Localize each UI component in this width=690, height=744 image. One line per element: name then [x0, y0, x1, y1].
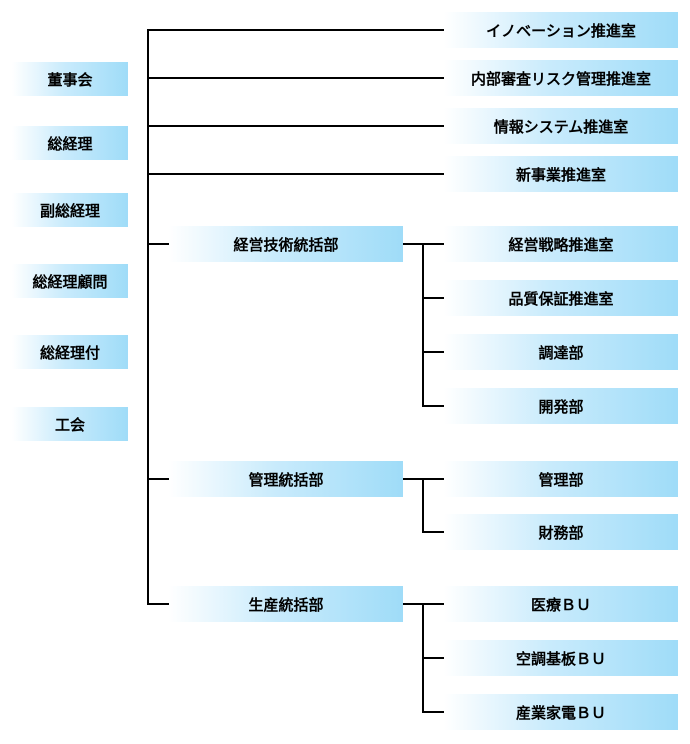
hvac-board-bu-label: 空調基板ＢＵ: [515, 649, 606, 668]
vice-president-label: 副総経理: [39, 201, 100, 220]
advisor-box: 総経理顧問: [12, 264, 128, 298]
development-dept-box: 開発部: [444, 388, 678, 424]
management-dept-box: 管理部: [444, 461, 678, 497]
tech-division-box: 経営技術統括部: [169, 226, 403, 262]
production-division-box: 生産統括部: [169, 586, 403, 622]
management-dept-label: 管理部: [538, 470, 584, 489]
new-business-office-label: 新事業推進室: [515, 165, 606, 184]
procurement-dept-box: 調達部: [444, 334, 678, 370]
hvac-board-bu-box: 空調基板ＢＵ: [444, 640, 678, 676]
new-business-office-box: 新事業推進室: [444, 156, 678, 192]
quality-office-label: 品質保証推進室: [508, 289, 614, 308]
industrial-appliance-bu-box: 産業家電ＢＵ: [444, 694, 678, 730]
it-office-box: 情報システム推進室: [444, 108, 678, 144]
development-dept-label: 開発部: [538, 397, 584, 416]
audit-office-box: 内部審査リスク管理推進室: [444, 60, 678, 96]
admin-division-box: 管理統括部: [169, 461, 403, 497]
production-division-label: 生産統括部: [248, 595, 324, 614]
finance-dept-label: 財務部: [538, 523, 584, 542]
union-box: 工会: [12, 407, 128, 441]
attached-box: 総経理付: [12, 335, 128, 369]
advisor-label: 総経理顧問: [32, 272, 108, 291]
audit-office-label: 内部審査リスク管理推進室: [470, 69, 651, 88]
it-office-label: 情報システム推進室: [493, 117, 629, 136]
industrial-appliance-bu-label: 産業家電ＢＵ: [515, 703, 606, 722]
president-box: 総経理: [12, 126, 128, 160]
finance-dept-box: 財務部: [444, 514, 678, 550]
medical-bu-label: 医療ＢＵ: [530, 595, 591, 614]
medical-bu-box: 医療ＢＵ: [444, 586, 678, 622]
procurement-dept-label: 調達部: [538, 343, 584, 362]
innovation-office-label: イノベーション推進室: [486, 21, 636, 40]
attached-label: 総経理付: [39, 343, 100, 362]
board-label: 董事会: [47, 70, 93, 89]
tech-division-label: 経営技術統括部: [233, 235, 339, 254]
admin-division-label: 管理統括部: [248, 470, 324, 489]
strategy-office-label: 経営戦略推進室: [508, 235, 614, 254]
quality-office-box: 品質保証推進室: [444, 280, 678, 316]
innovation-office-box: イノベーション推進室: [444, 12, 678, 48]
vice-president-box: 副総経理: [12, 193, 128, 227]
strategy-office-box: 経営戦略推進室: [444, 226, 678, 262]
president-label: 総経理: [47, 134, 93, 153]
board-box: 董事会: [12, 62, 128, 96]
union-label: 工会: [54, 415, 85, 434]
